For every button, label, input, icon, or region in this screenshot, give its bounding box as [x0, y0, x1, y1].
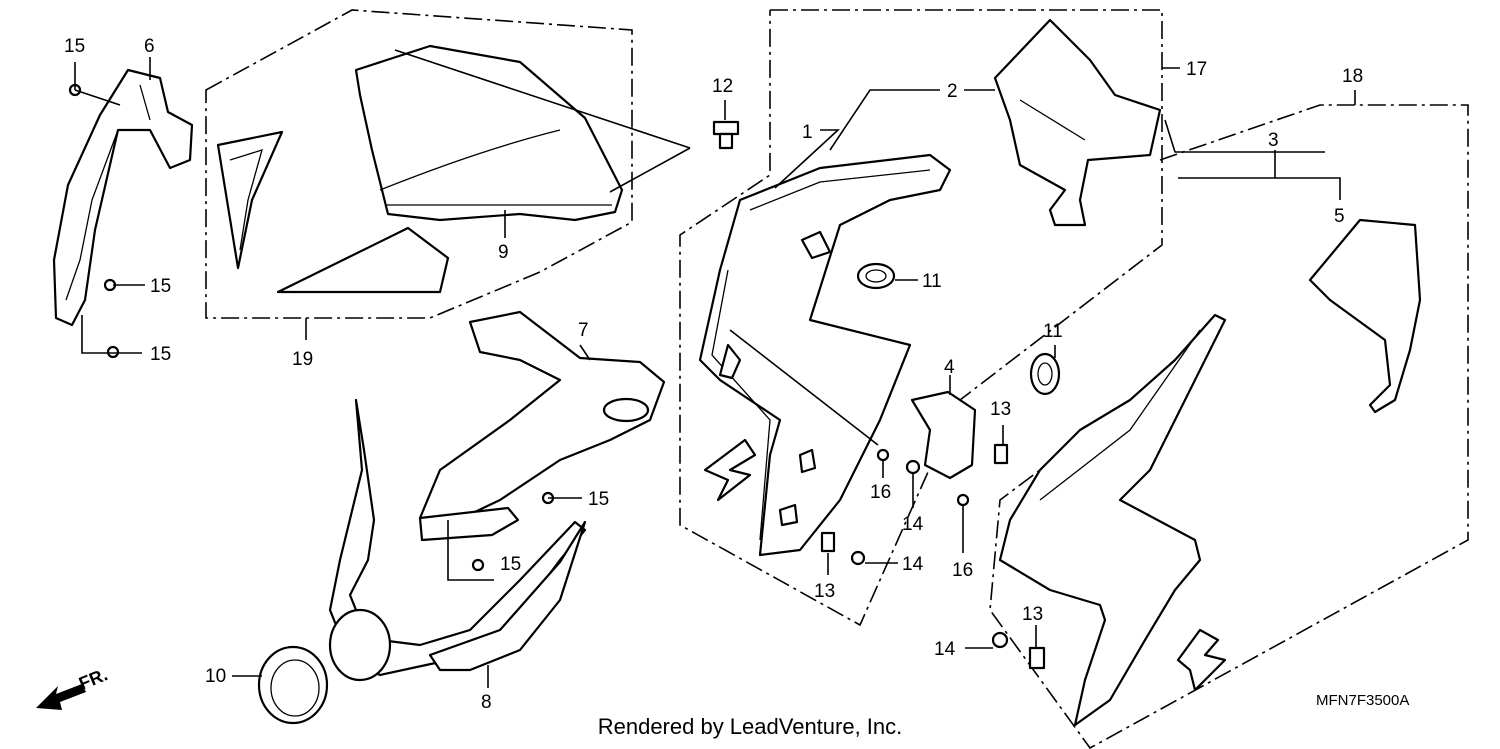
callout-3: 3: [1268, 130, 1279, 151]
diagram-code: MFN7F3500A: [1316, 692, 1410, 709]
inner-panel-2: [993, 18, 1162, 227]
bracket-left-6: [52, 68, 194, 327]
callout-15: 15: [150, 344, 171, 365]
callout-2: 2: [947, 81, 958, 102]
right-cowl-3: [998, 313, 1227, 727]
headlight-ring-10: [257, 645, 329, 725]
leader-lines: [74, 49, 1356, 688]
panel-5: [1308, 218, 1422, 414]
callout-14: 14: [902, 554, 924, 575]
top-cowl-9: [354, 44, 624, 222]
callout-13: 13: [1022, 604, 1043, 625]
callout-1: 1: [802, 122, 813, 143]
credit-text: Rendered by LeadVenture, Inc.: [597, 714, 903, 739]
callout-12: 12: [712, 76, 733, 97]
callout-16: 16: [952, 560, 973, 581]
lower-cowl-8: [328, 398, 587, 682]
cover-4: [910, 390, 977, 480]
callout-8: 8: [481, 692, 492, 713]
cowl-decal-1: [703, 438, 757, 502]
callout-14: 14: [902, 514, 924, 535]
callout-13: 13: [990, 399, 1011, 420]
callout-15: 15: [150, 276, 171, 297]
grommet-11a: [856, 262, 896, 290]
group-outline-18: [989, 104, 1469, 749]
callout-11: 11: [922, 271, 942, 292]
callout-15: 15: [500, 554, 521, 575]
callout-19: 19: [292, 349, 313, 370]
callout-16: 16: [870, 482, 891, 503]
callout-15: 15: [588, 489, 609, 510]
callout-numbers: 15 6 15 15 19 9 12 7 15 15 8 10 1 2 17 1…: [64, 36, 1363, 713]
callout-10: 10: [205, 666, 226, 687]
front-cowl-1: [698, 153, 952, 557]
fasteners: [68, 83, 1046, 670]
front-label: FR.: [76, 664, 110, 693]
callout-15: 15: [64, 36, 85, 57]
callout-17: 17: [1186, 59, 1207, 80]
callout-14: 14: [934, 639, 956, 660]
callout-4: 4: [944, 357, 955, 378]
middle-cowl-7: [418, 310, 666, 542]
callout-6: 6: [144, 36, 155, 57]
callout-13: 13: [814, 581, 835, 602]
front-direction-arrow: FR.: [36, 664, 110, 710]
callout-5: 5: [1334, 206, 1345, 227]
grommet-11b: [1029, 352, 1061, 396]
group-outline-19: [205, 9, 633, 319]
callout-7: 7: [578, 320, 589, 341]
callout-9: 9: [498, 242, 509, 263]
fastener-12: [712, 120, 740, 150]
callout-18: 18: [1342, 66, 1363, 87]
side-garnish-19: [216, 130, 450, 294]
callout-11: 11: [1043, 321, 1063, 342]
group-outline-17: [679, 9, 1163, 627]
